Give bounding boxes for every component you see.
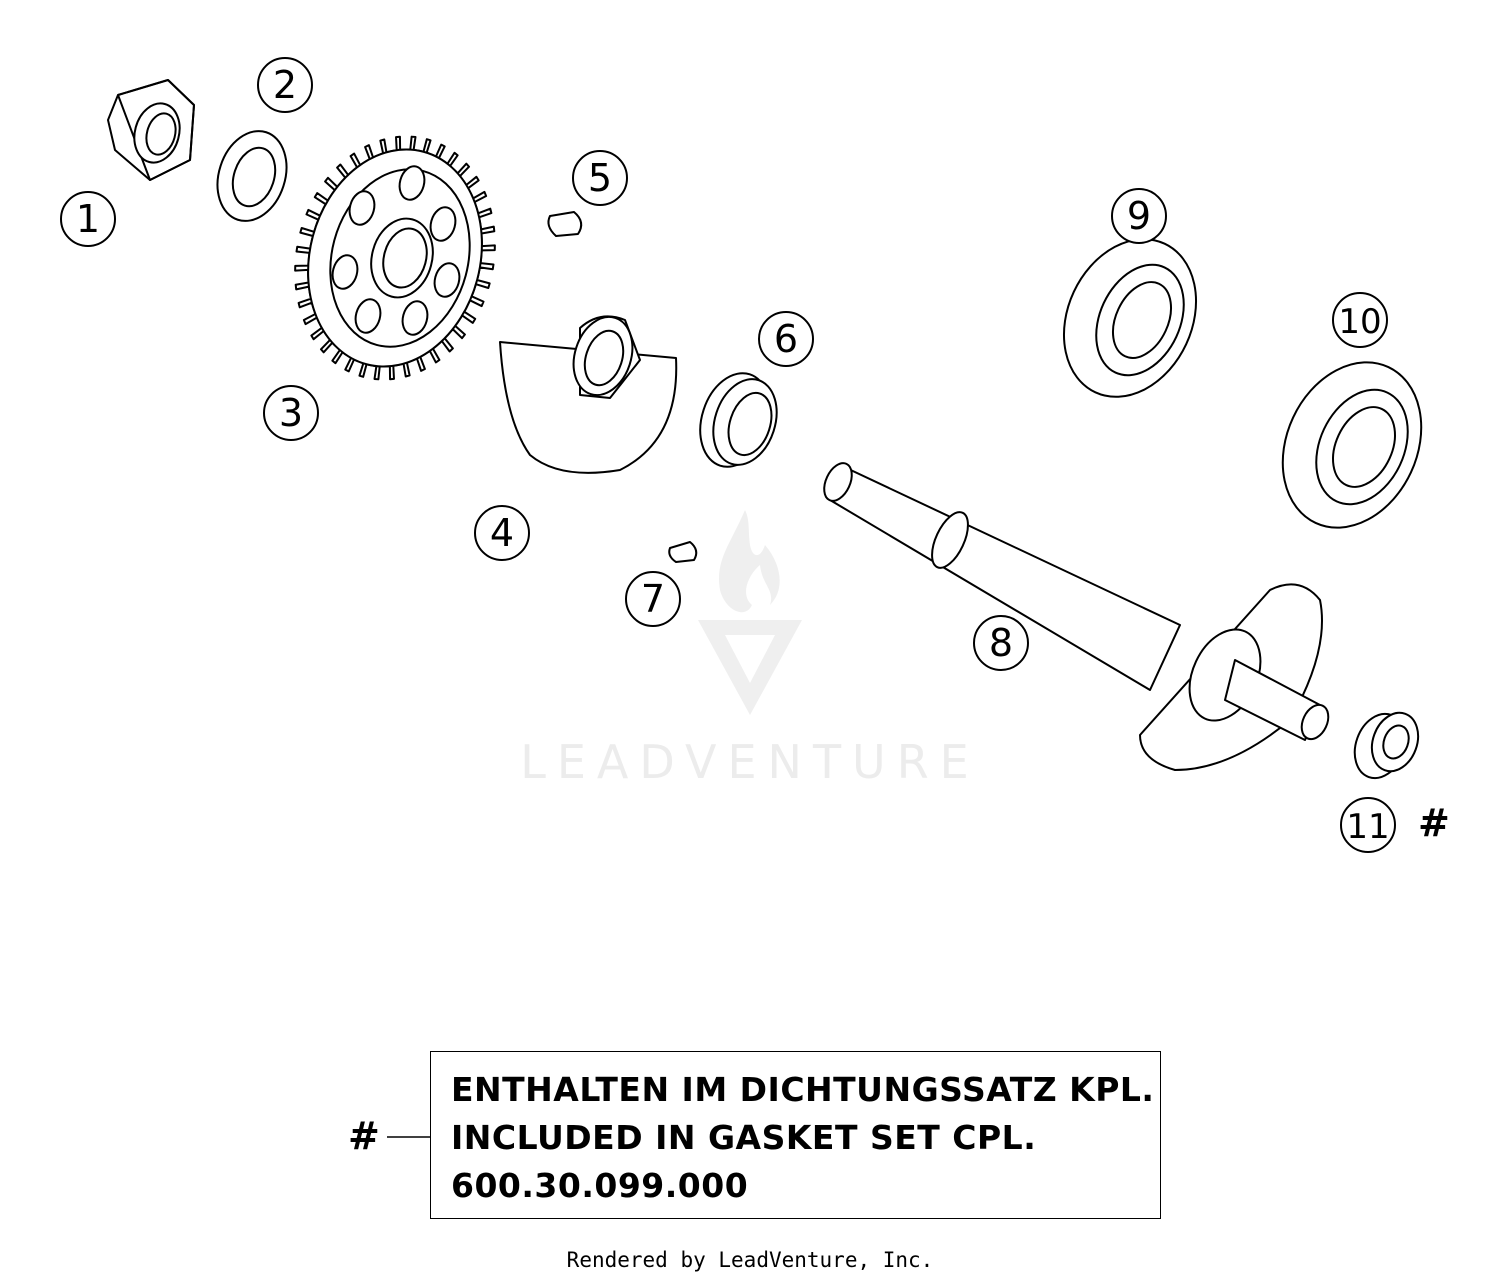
svg-text:2: 2 [273, 63, 297, 107]
part-1-hex-nut [107, 79, 195, 181]
footer-credit: Rendered by LeadVenture, Inc. [566, 1248, 934, 1272]
legend-note-box: ENTHALTEN IM DICHTUNGSSATZ KPL. INCLUDED… [430, 1051, 1161, 1219]
part-6-spline-collar [699, 372, 778, 468]
svg-text:8: 8 [989, 621, 1013, 665]
svg-text:4: 4 [490, 511, 514, 555]
leadventure-watermark-logo [698, 510, 802, 715]
part-8-balancer-shaft [823, 462, 1330, 771]
legend-hash-marker: # [348, 1114, 380, 1158]
legend-line-german: ENTHALTEN IM DICHTUNGSSATZ KPL. [451, 1070, 1155, 1109]
svg-text:6: 6 [774, 317, 798, 361]
watermark-text: LEADVENTURE [520, 735, 980, 789]
legend-line-english: INCLUDED IN GASKET SET CPL. [451, 1118, 1037, 1157]
callout-7[interactable]: 7 [625, 571, 681, 627]
callout-11-hash-marker: # [1418, 801, 1450, 845]
callout-5[interactable]: 5 [572, 150, 628, 206]
part-11-bushing [1353, 711, 1420, 780]
callout-9[interactable]: 9 [1111, 188, 1167, 244]
callout-2[interactable]: 2 [257, 57, 313, 113]
svg-text:11: 11 [1346, 807, 1389, 847]
svg-text:1: 1 [76, 197, 100, 241]
callout-11[interactable]: 11 [1340, 797, 1396, 853]
part-3-gear [294, 135, 496, 381]
callout-4[interactable]: 4 [474, 505, 530, 561]
part-10-bearing [1281, 361, 1423, 529]
callout-3[interactable]: 3 [263, 385, 319, 441]
legend-part-number: 600.30.099.000 [451, 1166, 749, 1205]
callout-1[interactable]: 1 [60, 191, 116, 247]
callout-6[interactable]: 6 [758, 311, 814, 367]
svg-text:9: 9 [1127, 194, 1151, 238]
part-4-balance-weight [499, 315, 678, 474]
part-5-woodruff-key [547, 211, 583, 237]
svg-text:7: 7 [641, 577, 665, 621]
svg-text:5: 5 [588, 156, 612, 200]
svg-text:3: 3 [279, 391, 303, 435]
callout-10[interactable]: 10 [1332, 292, 1388, 348]
part-7-woodruff-key [668, 541, 698, 563]
part-2-washer [216, 130, 288, 222]
callout-8[interactable]: 8 [973, 615, 1029, 671]
svg-text:10: 10 [1338, 302, 1381, 342]
part-9-bearing [1062, 238, 1198, 398]
